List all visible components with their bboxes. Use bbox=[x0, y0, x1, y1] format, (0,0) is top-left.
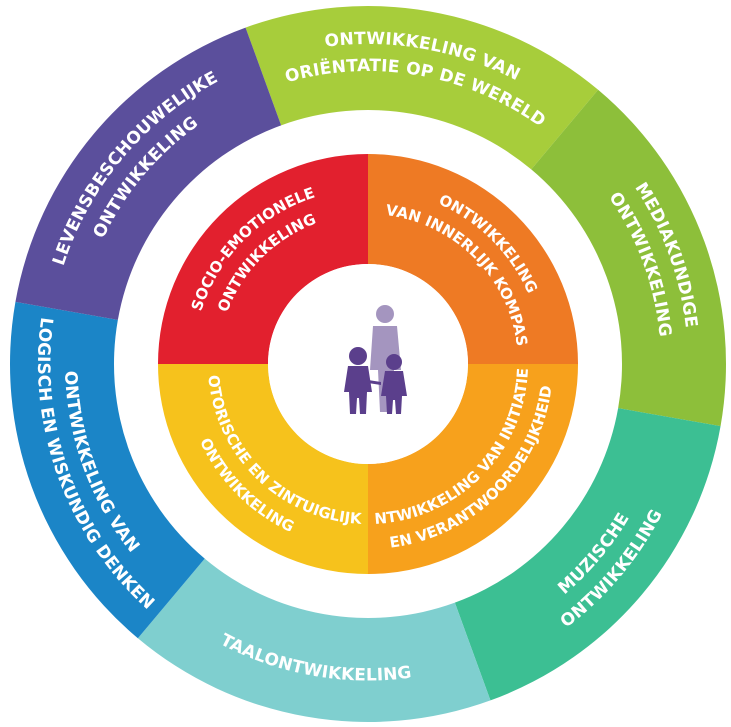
inner-segment-socio-emotionele bbox=[158, 154, 368, 364]
outer-segment-logisch bbox=[9, 301, 205, 639]
outer-segment-taalontwikkeling bbox=[137, 558, 491, 722]
inner-segment-innerlijk-kompas bbox=[368, 154, 578, 364]
outer-segment-orientatie bbox=[245, 5, 599, 170]
outer-segment-muzische bbox=[454, 408, 721, 701]
outer-ring bbox=[9, 5, 726, 722]
inner-ring bbox=[158, 154, 578, 574]
outer-segment-levensbeschouwelijke bbox=[15, 27, 282, 320]
parent-and-children-walking-icon bbox=[344, 305, 407, 414]
center-circle bbox=[268, 264, 468, 464]
inner-segment-motorische bbox=[158, 364, 368, 574]
inner-segment-initiatief bbox=[368, 364, 578, 574]
outer-segment-mediakundige bbox=[531, 89, 726, 427]
